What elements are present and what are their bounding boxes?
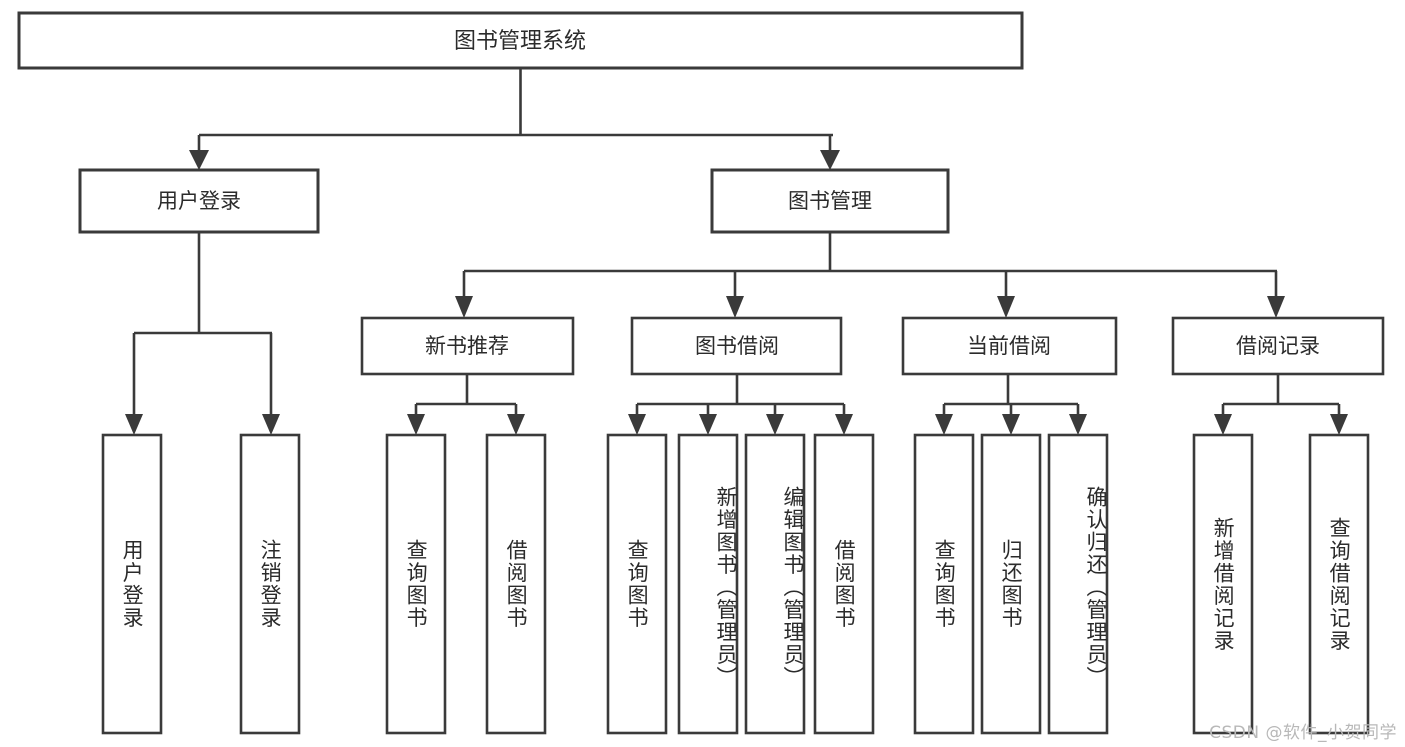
node-new-book-recommend-label: 新书推荐 xyxy=(425,334,509,358)
node-borrow-record-box[interactable] xyxy=(1171,316,1385,376)
arrow-head-leaf-user-logout xyxy=(262,414,280,435)
node-book-borrow-label: 图书借阅 xyxy=(695,334,779,358)
node-user-login[interactable]: 用户登录 xyxy=(78,168,320,234)
arrow-head-leaf-edit-book xyxy=(766,414,784,435)
connector-new-book-recommend-to-leaves xyxy=(407,374,525,435)
arrow-head-leaf-user-login xyxy=(125,414,143,435)
leaf-box-edit-book[interactable] xyxy=(744,433,806,735)
node-current-borrow-box[interactable] xyxy=(901,316,1118,376)
node-current-borrow-label: 当前借阅 xyxy=(967,334,1051,358)
connector-root-to-level2 xyxy=(189,68,840,170)
leaf-box-user-logout[interactable] xyxy=(239,433,301,735)
arrow-head-leaf-return-book xyxy=(1002,414,1020,435)
node-root-label: 图书管理系统 xyxy=(454,29,586,54)
node-current-borrow[interactable]: 当前借阅 xyxy=(901,316,1118,376)
leaf-box-user-login[interactable] xyxy=(101,433,163,735)
arrow-head-current-borrow xyxy=(997,296,1015,318)
leaf-box-query-record[interactable] xyxy=(1308,433,1370,735)
leaf-box-return-book[interactable] xyxy=(980,433,1042,735)
node-borrow-record[interactable]: 借阅记录 xyxy=(1171,316,1385,376)
node-book-borrow[interactable]: 图书借阅 xyxy=(630,316,843,376)
node-book-manage-label: 图书管理 xyxy=(788,189,872,213)
arrow-head-leaf-query-record xyxy=(1330,414,1348,435)
leaf-box-query-book-1[interactable] xyxy=(385,433,447,735)
leaf-box-confirm-return[interactable] xyxy=(1047,433,1109,735)
csdn-watermark: CSDN @软件_小贺同学 xyxy=(1209,723,1397,743)
arrow-head-borrow-record xyxy=(1267,296,1285,318)
leaf-box-query-book-2[interactable] xyxy=(606,433,668,735)
connector-current-borrow-to-leaves xyxy=(935,374,1087,435)
arrow-head-leaf-query-book-1 xyxy=(407,414,425,435)
node-borrow-record-label: 借阅记录 xyxy=(1236,334,1320,358)
node-book-manage[interactable]: 图书管理 xyxy=(710,168,950,234)
arrow-head-new-book-recommend xyxy=(455,296,473,318)
leaf-boxes xyxy=(101,433,1370,735)
node-root[interactable]: 图书管理系统 xyxy=(17,11,1024,70)
node-new-book-recommend[interactable]: 新书推荐 xyxy=(360,316,575,376)
arrow-head-leaf-borrow-book-1 xyxy=(507,414,525,435)
arrow-head-user-login xyxy=(189,150,209,170)
connector-user-login-to-leaves xyxy=(125,232,280,435)
node-book-manage-box[interactable] xyxy=(710,168,950,234)
leaf-box-borrow-book-2[interactable] xyxy=(813,433,875,735)
connector-book-borrow-to-leaves xyxy=(628,374,853,435)
leaf-box-add-record[interactable] xyxy=(1192,433,1254,735)
connector-borrow-record-to-leaves xyxy=(1214,374,1348,435)
arrow-head-leaf-query-book-3 xyxy=(935,414,953,435)
arrow-head-leaf-add-record xyxy=(1214,414,1232,435)
node-new-book-recommend-box[interactable] xyxy=(360,316,575,376)
node-user-login-box[interactable] xyxy=(78,168,320,234)
arrow-head-leaf-add-book xyxy=(699,414,717,435)
arrow-head-book-borrow xyxy=(726,296,744,318)
arrow-head-leaf-query-book-2 xyxy=(628,414,646,435)
arrow-head-book-manage xyxy=(820,150,840,170)
leaf-box-add-book[interactable] xyxy=(677,433,739,735)
node-user-login-label: 用户登录 xyxy=(157,189,241,213)
connector-book-manage-to-level3 xyxy=(455,232,1285,318)
leaf-box-borrow-book-1[interactable] xyxy=(485,433,547,735)
node-root-box[interactable] xyxy=(17,11,1024,70)
node-book-borrow-box[interactable] xyxy=(630,316,843,376)
leaf-box-query-book-3[interactable] xyxy=(913,433,975,735)
arrow-head-leaf-confirm-return xyxy=(1069,414,1087,435)
arrow-head-leaf-borrow-book-2 xyxy=(835,414,853,435)
